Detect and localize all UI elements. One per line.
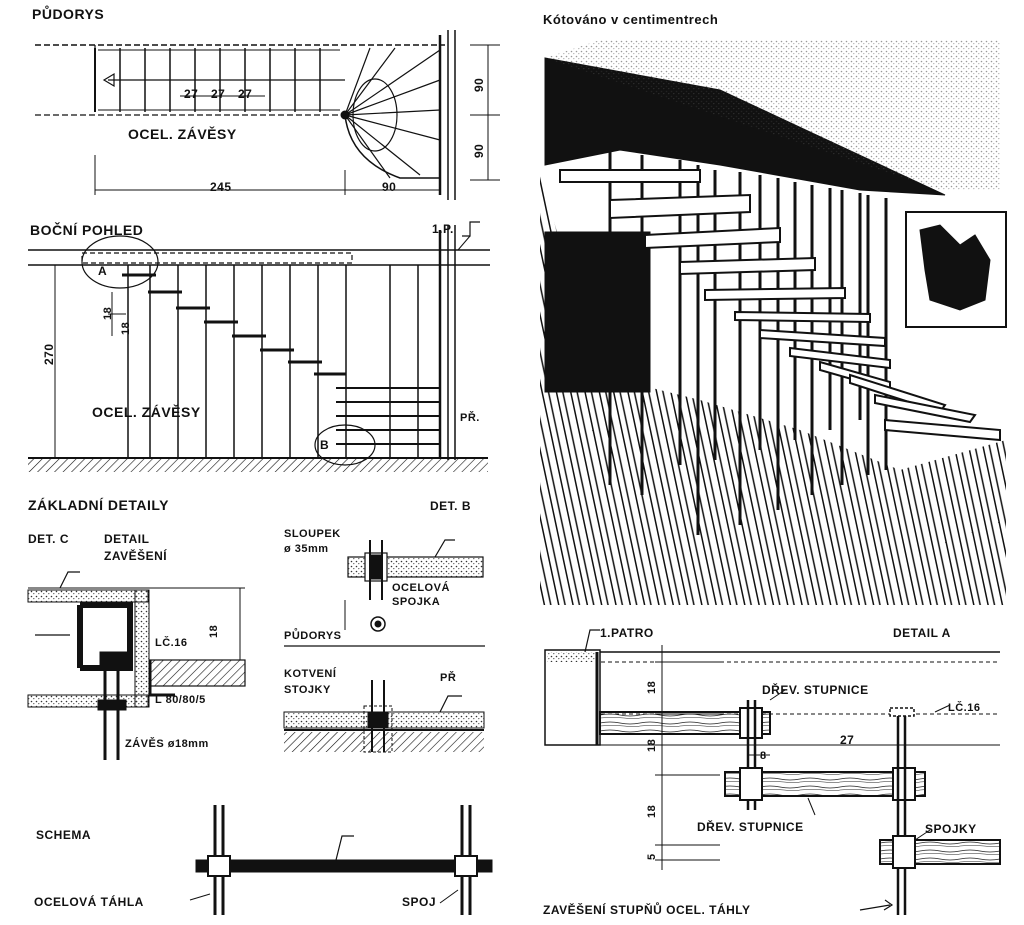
det-b-post: SLOUPEK: [284, 528, 341, 540]
plan-dim-length: 245: [210, 180, 232, 194]
det-b-anchor-2: STOJKY: [284, 684, 331, 696]
plan-hangers-label: OCEL. ZÁVĚSY: [128, 126, 237, 142]
detail-a-dim-18a: 18: [646, 680, 658, 694]
side-dim-height: 270: [42, 343, 56, 365]
plan-dim-tread-2: 27: [211, 87, 226, 101]
side-hangers-label: OCEL. ZÁVĚSY: [92, 404, 201, 420]
det-b-post-dia: ø 35mm: [284, 543, 329, 555]
det-c-name-1: DETAIL: [104, 532, 150, 546]
plan-dim-tread-1: 27: [184, 87, 199, 101]
detail-c-drawing: [27, 571, 246, 760]
side-detail-b-marker: B: [320, 438, 330, 452]
detail-a-dim-8: 8: [760, 750, 767, 762]
detail-a-tread-1: DŘEV. STUPNICE: [762, 683, 869, 697]
side-title: BOČNÍ POHLED: [30, 222, 144, 238]
schema-title: SCHEMA: [36, 828, 92, 842]
plan-dim-turn: 90: [382, 180, 397, 194]
details-title: ZÁKLADNÍ DETAILY: [28, 497, 169, 513]
side-floor-label: 1.P.: [432, 222, 454, 236]
detail-a-floor: 1.PATRO: [600, 626, 654, 640]
side-view: [28, 221, 490, 472]
plan-view: [35, 30, 500, 200]
det-c-name-2: ZAVĚŠENÍ: [104, 549, 168, 563]
detail-a-channel: LČ.16: [948, 702, 981, 714]
schema-drawing: [189, 805, 493, 915]
plan-title: PŮDORYS: [32, 6, 105, 22]
plan-dim-width-2: 90: [472, 143, 486, 158]
detail-a-dim-18b: 18: [646, 738, 658, 752]
det-c-title: DET. C: [28, 532, 70, 546]
det-b-anchor-1: KOTVENÍ: [284, 668, 337, 680]
side-dim-rise-2: 18: [120, 321, 132, 335]
det-c-channel: LČ.16: [155, 637, 188, 649]
schema-joint: SPOJ: [402, 895, 437, 909]
det-b-floor: PŘ: [440, 672, 457, 684]
det-c-angle: L 80/80/5: [155, 694, 206, 706]
detail-a-caption: ZAVĚŠENÍ STUPŇŮ OCEL. TÁHLY: [543, 903, 751, 917]
det-c-dim-18: 18: [208, 624, 220, 638]
schema-rods: OCELOVÁ TÁHLA: [34, 895, 144, 909]
detail-a-tread-2: DŘEV. STUPNICE: [697, 820, 804, 834]
side-floor-label-right: PŘ.: [460, 412, 480, 424]
detail-a-dim-5: 5: [646, 853, 658, 860]
det-b-title: DET. B: [430, 499, 472, 513]
detail-a-drawing: [544, 629, 1001, 915]
det-c-hanger: ZÁVĚS ø18mm: [125, 738, 209, 750]
plan-dim-tread-3: 27: [238, 87, 253, 101]
side-dim-rise-1: 18: [102, 306, 114, 320]
perspective-caption: Kótováno v centimentrech: [543, 12, 719, 27]
detail-a-dim-27: 27: [840, 733, 855, 747]
detail-a-title: DETAIL A: [893, 626, 951, 640]
det-b-coupling-2: SPOJKA: [392, 596, 441, 608]
perspective-illustration: [540, 40, 1007, 605]
det-b-plan: PŮDORYS: [284, 630, 342, 642]
side-detail-a-marker: A: [98, 264, 108, 278]
plan-dim-width-1: 90: [472, 77, 486, 92]
detail-b-drawing: [283, 539, 485, 753]
det-b-coupling-1: OCELOVÁ: [392, 582, 450, 594]
detail-a-couplings: SPOJKY: [925, 822, 977, 836]
detail-a-dim-18c: 18: [646, 804, 658, 818]
